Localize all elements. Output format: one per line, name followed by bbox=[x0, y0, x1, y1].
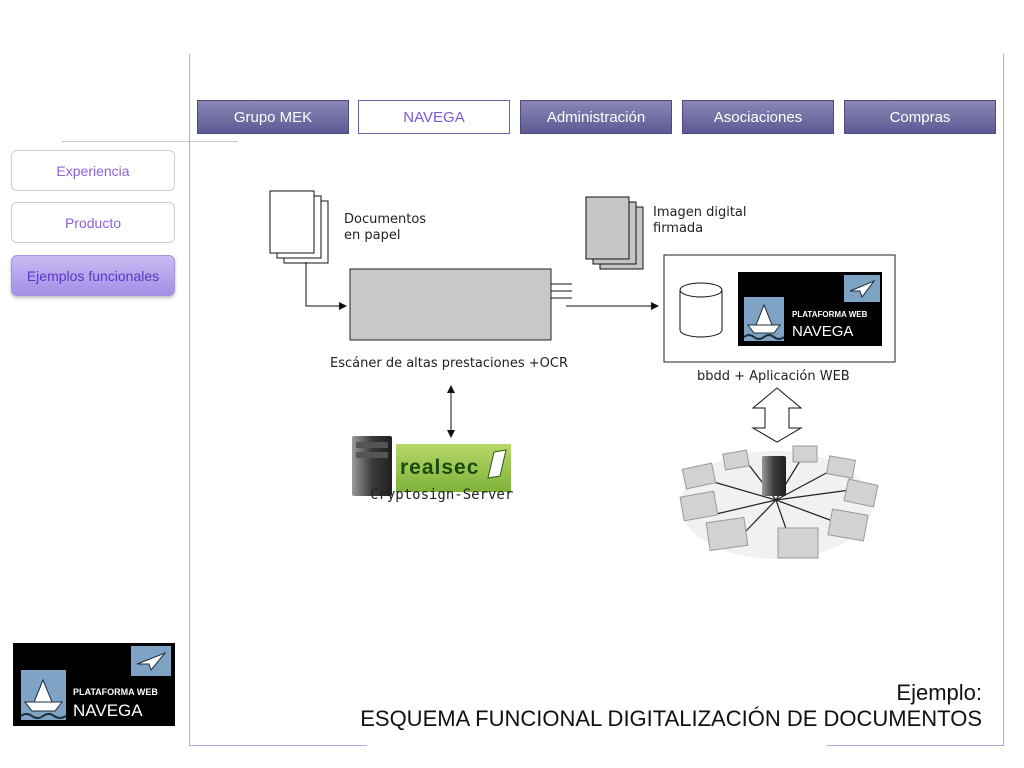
web-app-label: bbdd + Aplicación WEB bbox=[697, 369, 850, 384]
frame-bottom-left-line bbox=[189, 745, 367, 746]
tab-navega[interactable]: NAVEGA bbox=[358, 100, 510, 134]
frame-left-line bbox=[189, 54, 190, 746]
caption-line2: ESQUEMA FUNCIONAL DIGITALIZACIÓN DE DOCU… bbox=[360, 706, 982, 731]
navega-logo-line2: NAVEGA bbox=[73, 701, 143, 720]
navega-logo-line1: PLATAFORMA WEB bbox=[792, 310, 868, 319]
sidebar-item-experiencia[interactable]: Experiencia bbox=[11, 150, 175, 191]
paper-documents-icon bbox=[269, 190, 329, 264]
digital-image-label: Imagen digital firmada bbox=[653, 205, 747, 236]
navega-logo-line1: PLATAFORMA WEB bbox=[73, 687, 158, 697]
sidebar-top-line bbox=[62, 141, 238, 142]
network-clients-icon bbox=[679, 445, 879, 559]
tab-asociaciones[interactable]: Asociaciones bbox=[682, 100, 834, 134]
tab-grupo-mek[interactable]: Grupo MEK bbox=[197, 100, 349, 134]
paper-plane-icon bbox=[844, 275, 880, 302]
navega-logo-diagram: PLATAFORMA WEB NAVEGA bbox=[738, 272, 882, 346]
frame-bottom-right-line bbox=[826, 745, 1004, 746]
paper-plane-icon bbox=[131, 646, 171, 676]
navega-logo-line2: NAVEGA bbox=[792, 323, 854, 340]
scanner-label: Escáner de altas prestaciones +OCR bbox=[330, 356, 568, 371]
paper-boat-icon bbox=[20, 670, 67, 720]
crypto-server-icon bbox=[352, 436, 392, 496]
digital-image-icon bbox=[585, 196, 644, 270]
bidirectional-hollow-arrow bbox=[751, 387, 803, 443]
database-icon bbox=[679, 282, 723, 338]
paper-documents-label: Documentos en papel bbox=[344, 212, 427, 243]
sidebar-item-ejemplos-funcionales[interactable]: Ejemplos funcionales bbox=[11, 255, 175, 296]
paper-boat-icon bbox=[743, 297, 785, 341]
realsec-logo-text: realsec bbox=[400, 456, 480, 479]
caption-line1: Ejemplo: bbox=[896, 680, 982, 705]
crypto-server-label: Cryptosign-Server bbox=[370, 487, 514, 503]
scanner-box bbox=[349, 268, 552, 341]
tab-compras[interactable]: Compras bbox=[844, 100, 996, 134]
navega-logo-corner: PLATAFORMA WEB NAVEGA bbox=[13, 643, 175, 726]
sidebar-item-producto[interactable]: Producto bbox=[11, 202, 175, 243]
frame-right-line bbox=[1003, 54, 1004, 746]
tab-administracion[interactable]: Administración bbox=[520, 100, 672, 134]
